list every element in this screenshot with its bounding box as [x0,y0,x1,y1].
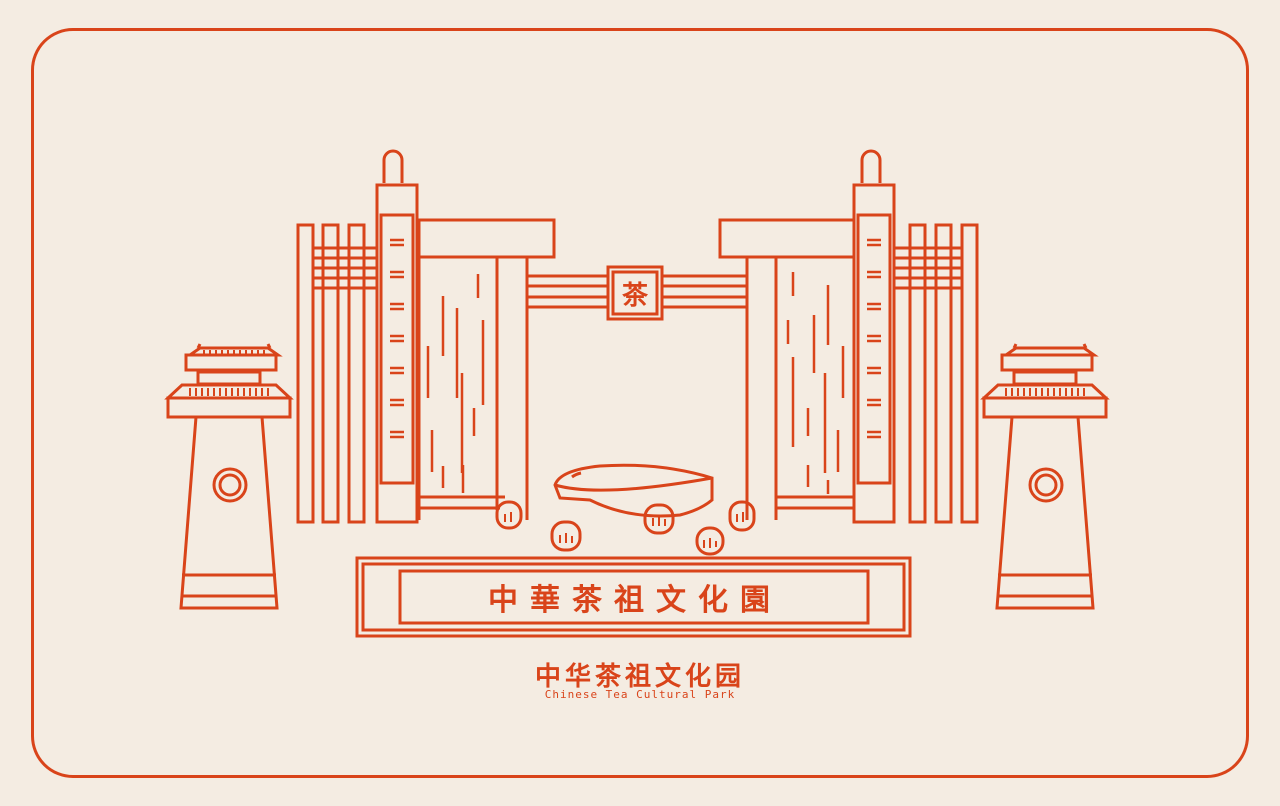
plaque-title: 中華茶祖文化園 [488,583,782,618]
right-gate-pillars [662,149,979,524]
rounded-border-frame [31,28,1249,778]
name-plaque [355,556,912,638]
tea-seal-character: 茶 [621,280,648,311]
left-lantern-tower [164,343,294,610]
tea-stone-with-drums [495,463,756,556]
logo-title-chinese: 中华茶祖文化园 [534,662,745,692]
logo-title-english: Chinese Tea Cultural Park [544,688,736,701]
left-gate-pillars [296,149,608,524]
right-lantern-tower [980,343,1110,610]
tea-seal-box [606,265,664,321]
